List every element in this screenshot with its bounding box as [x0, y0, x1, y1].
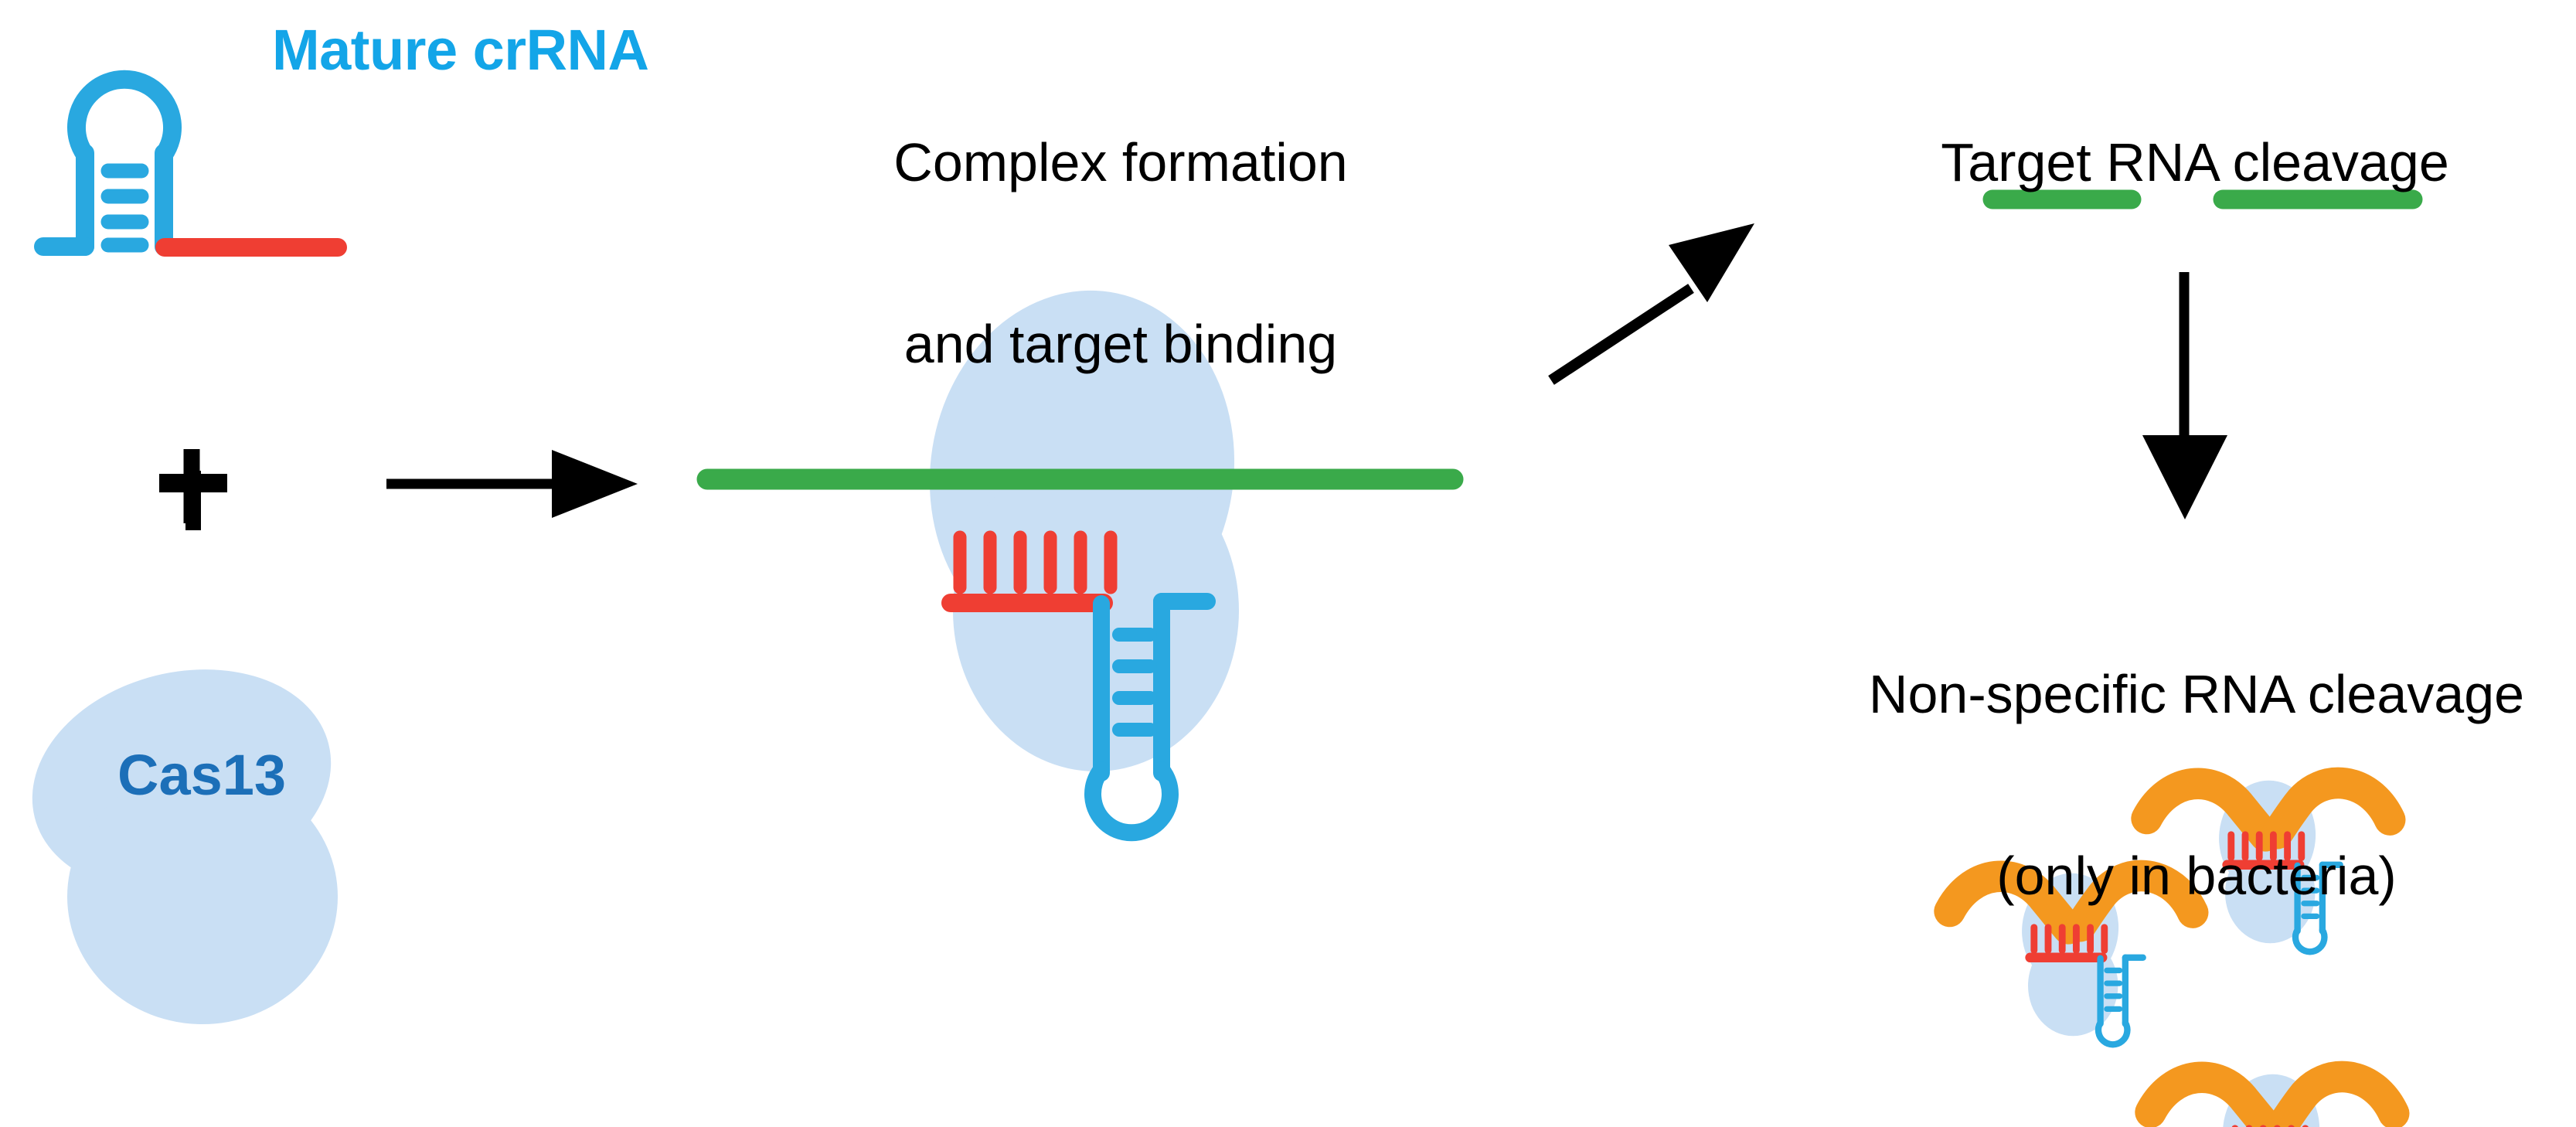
crrna-hairpin-in-complex: [1084, 593, 1216, 842]
collateral-complex-1: [1934, 860, 2209, 1048]
cas13-protein-blob: [32, 669, 338, 1024]
collateral-complex-2: [2131, 767, 2406, 955]
arrow-to-nonspecific-cleavage: [2142, 272, 2227, 519]
mature-crrna-graphic: [34, 70, 347, 257]
nonspecific-cleavage-line-1: Non-specific RNA cleavage: [1868, 663, 2525, 724]
complex-formation-line-2: and target binding: [903, 313, 1338, 374]
plus-sign: [159, 449, 227, 530]
hybridization-ticks: [953, 530, 1118, 594]
complex-formation-line-1: Complex formation: [893, 131, 1348, 192]
complex-formation-label: Complex formation and target binding: [850, 11, 1391, 495]
nonspecific-cleavage-label: Non-specific RNA cleavage (only in bacte…: [1849, 543, 2544, 1027]
mature-crrna-label: Mature crRNA: [272, 18, 649, 82]
arrow-combine: [386, 450, 638, 518]
target-cleavage-label: Target RNA cleavage: [1901, 11, 2489, 314]
collateral-complex-3: [2135, 1061, 2410, 1127]
cas13-label: Cas13: [117, 743, 287, 807]
arrow-to-target-cleavage: [1548, 223, 1754, 385]
target-cleavage-text: Target RNA cleavage: [1941, 131, 2449, 192]
cas13-target-complex: [696, 290, 1464, 842]
nonspecific-cleavage-line-2: (only in bacteria): [1996, 845, 2397, 906]
